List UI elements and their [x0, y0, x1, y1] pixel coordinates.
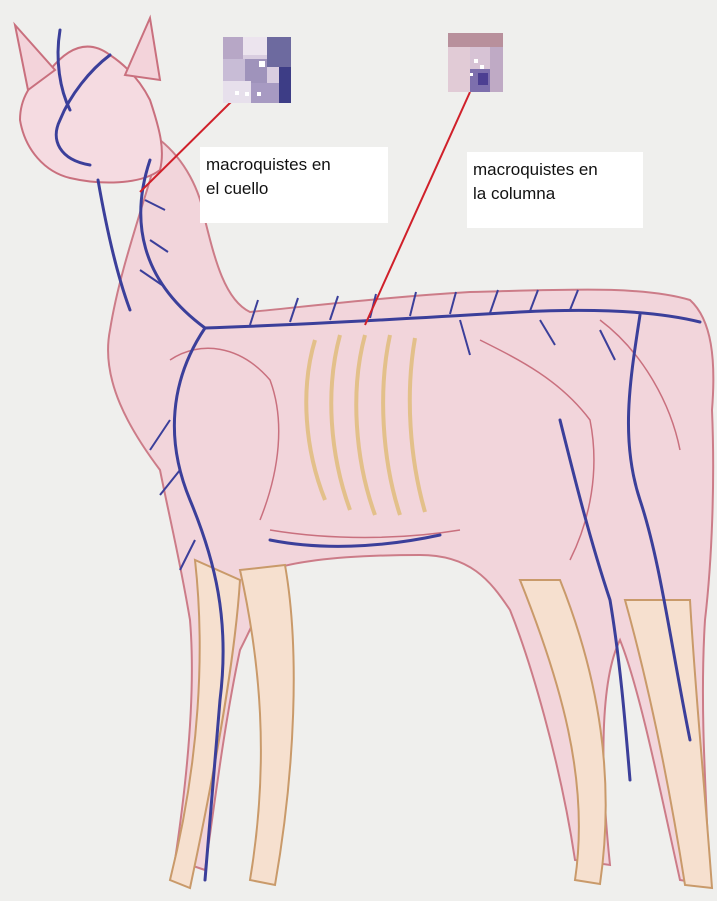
neck-cyst-label-line1: macroquistes en — [206, 153, 382, 177]
spine-cyst-thumbnail — [448, 33, 503, 92]
llama-ear-right — [125, 18, 160, 80]
spine-cyst-label: macroquistes en la columna — [467, 152, 643, 228]
spine-cyst-label-line2: la columna — [473, 182, 637, 206]
neck-cyst-thumbnail — [223, 37, 291, 103]
neck-cyst-label-line2: el cuello — [206, 177, 382, 201]
spine-cyst-label-line1: macroquistes en — [473, 158, 637, 182]
front-leg-right — [240, 565, 294, 885]
neck-cyst-label: macroquistes en el cuello — [200, 147, 388, 223]
